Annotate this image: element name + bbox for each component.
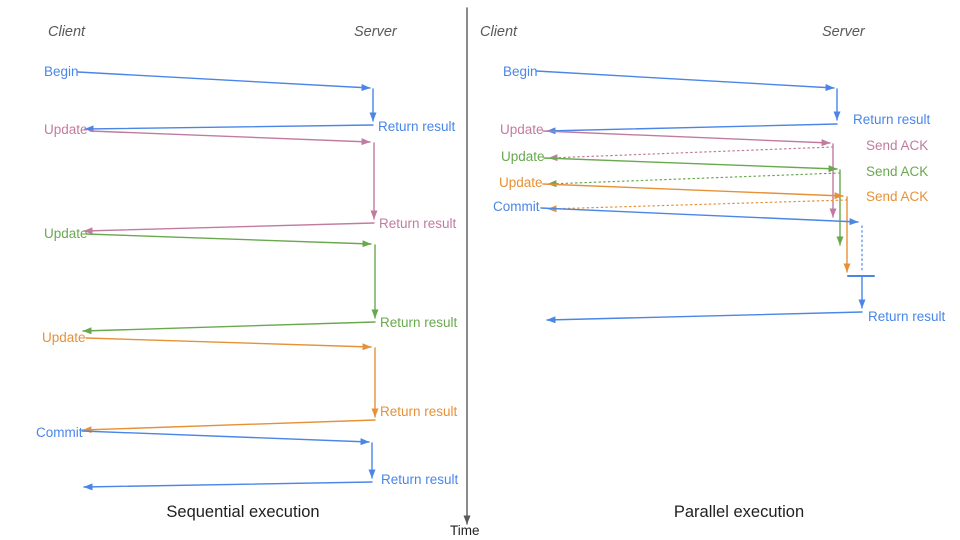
par-message-begin: Begin Return result [503, 64, 931, 135]
seq-update3-response-arrow [82, 419, 376, 434]
sequential-panel: Client Server Begin Return result Update… [36, 24, 459, 521]
time-axis-label: Time [450, 523, 480, 538]
par-begin-return-label: Return result [853, 112, 931, 127]
par-update1-ack-label: Send ACK [866, 138, 928, 153]
seq-update1-request-arrow [89, 130, 371, 146]
par-update1-ack-arrow [548, 146, 834, 162]
sequential-title: Sequential execution [166, 503, 319, 521]
par-update3-label: Update [499, 175, 543, 190]
seq-update1-response-arrow [83, 222, 375, 235]
sequential-server-heading: Server [354, 24, 398, 40]
par-begin-response-arrow [546, 123, 838, 135]
par-update2-ack-label: Send ACK [866, 164, 928, 179]
seq-update1-label: Update [44, 122, 88, 137]
seq-begin-request-arrow [77, 71, 371, 92]
par-message-update2: Update Send ACK [501, 149, 928, 246]
time-axis: Time [450, 7, 480, 538]
seq-update1-return-label: Return result [379, 216, 457, 231]
seq-commit-label: Commit [36, 425, 83, 440]
seq-update2-response-arrow [82, 321, 376, 335]
par-begin-label: Begin [503, 64, 538, 79]
par-commit-return-label: Return result [868, 309, 946, 324]
par-update1-label: Update [500, 122, 544, 137]
seq-message-update2: Update Return result [44, 226, 458, 335]
sequential-client-heading: Client [48, 24, 86, 40]
par-update3-request-arrow [542, 183, 844, 200]
seq-message-commit: Commit Return result [36, 425, 459, 491]
par-update2-label: Update [501, 149, 545, 164]
seq-message-begin: Begin Return result [44, 64, 456, 134]
seq-begin-return-label: Return result [378, 119, 456, 134]
seq-begin-response-arrow [84, 124, 374, 133]
seq-update2-request-arrow [85, 233, 372, 248]
seq-commit-request-arrow [81, 430, 370, 446]
par-update1-request-arrow [542, 130, 831, 147]
seq-message-update1: Update Return result [44, 122, 457, 235]
seq-message-update3: Update Return result [42, 330, 458, 434]
par-commit-request-arrow [540, 207, 859, 226]
seq-update3-label: Update [42, 330, 86, 345]
seq-update3-return-label: Return result [380, 404, 458, 419]
parallel-title: Parallel execution [674, 503, 804, 521]
par-update2-ack-arrow [547, 172, 841, 188]
seq-commit-response-arrow [83, 481, 373, 491]
par-message-update1: Update Send ACK [500, 122, 928, 218]
seq-update3-request-arrow [85, 337, 372, 351]
par-begin-request-arrow [535, 70, 835, 92]
parallel-panel: Client Server Begin Return result Update… [480, 24, 946, 521]
parallel-client-heading: Client [480, 24, 518, 40]
parallel-server-heading: Server [822, 24, 866, 40]
seq-update2-return-label: Return result [380, 315, 458, 330]
par-commit-response-arrow [546, 311, 863, 324]
par-update3-ack-label: Send ACK [866, 189, 928, 204]
par-update3-ack-arrow [547, 199, 848, 213]
seq-update2-label: Update [44, 226, 88, 241]
par-message-commit: Commit Return result [493, 199, 946, 324]
par-update2-request-arrow [543, 157, 838, 173]
par-commit-label: Commit [493, 199, 540, 214]
seq-commit-return-label: Return result [381, 472, 459, 487]
par-message-update3: Update Send ACK [499, 175, 928, 273]
seq-begin-label: Begin [44, 64, 79, 79]
